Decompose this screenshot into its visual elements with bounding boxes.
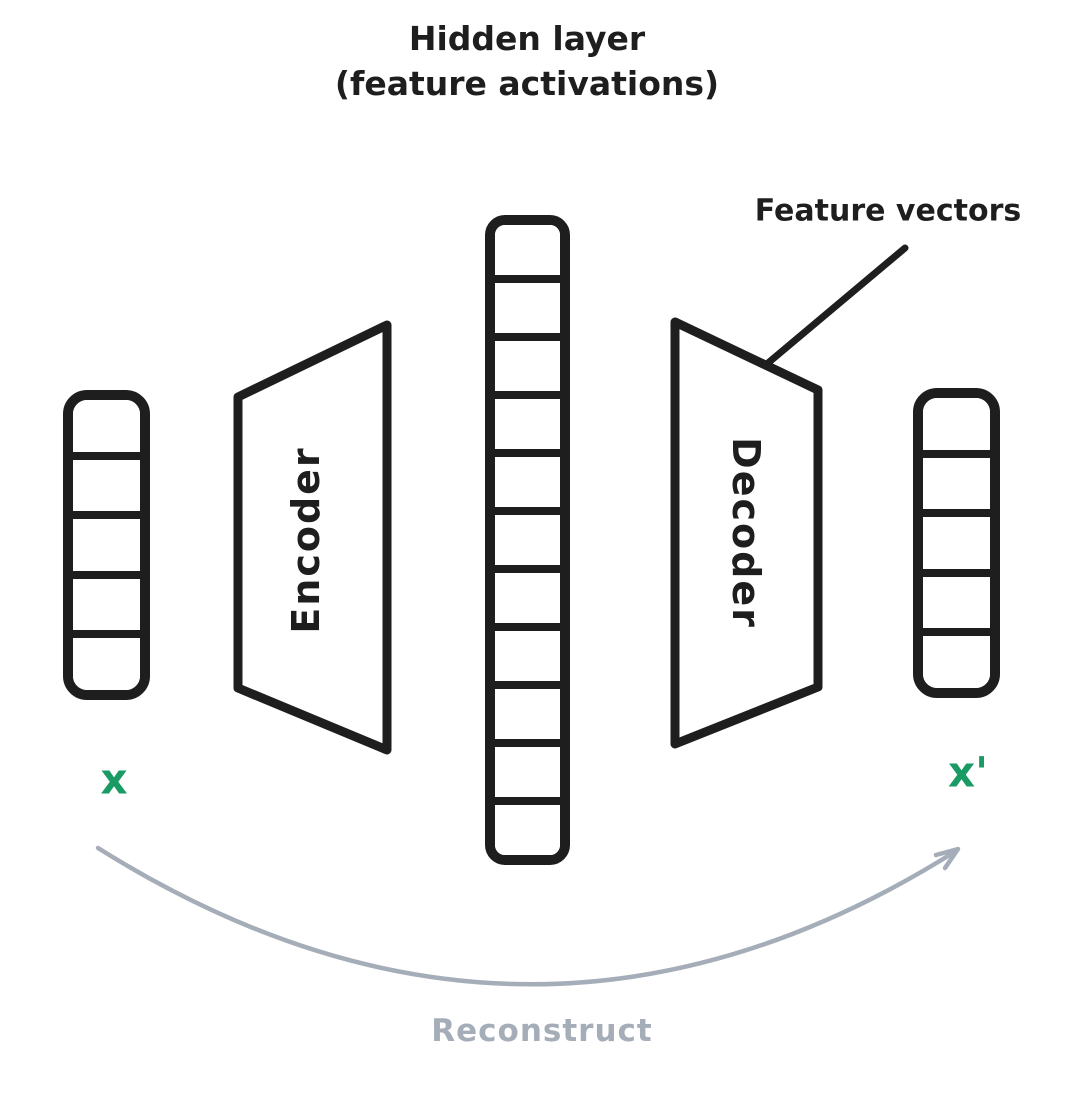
vector-cell — [495, 681, 560, 739]
reconstruct-arrow — [95, 845, 959, 987]
vector-cell — [495, 565, 560, 623]
vector-cell — [923, 628, 990, 688]
title-line-2: (feature activations) — [334, 64, 720, 103]
vector-cell — [923, 568, 990, 629]
feature-vectors-label: Feature vectors — [754, 193, 1022, 229]
vector-cell — [73, 511, 140, 571]
input-vector — [63, 390, 150, 700]
output-label: x' — [948, 747, 988, 797]
encoder-label: Encoder — [284, 446, 328, 634]
reconstruct-arrow-head — [933, 846, 961, 871]
vector-cell — [495, 739, 560, 797]
vector-cell — [73, 570, 140, 631]
vector-cell — [923, 449, 990, 510]
title-line-1: Hidden layer — [408, 19, 646, 58]
vector-cell — [495, 225, 560, 275]
vector-cell — [495, 333, 560, 391]
vector-cell — [73, 630, 140, 690]
vector-cell — [923, 509, 990, 569]
feature-vectors-pointer-line — [764, 244, 909, 367]
vector-cell — [495, 391, 560, 449]
vector-cell — [495, 507, 560, 565]
decoder-label: Decoder — [724, 437, 768, 629]
hidden-vector — [485, 215, 570, 865]
vector-cell — [495, 449, 560, 507]
vector-cell — [923, 398, 990, 450]
vector-cell — [73, 400, 140, 452]
vector-cell — [495, 623, 560, 681]
vector-cell — [495, 275, 560, 333]
vector-cell — [495, 797, 560, 855]
vector-cell — [73, 451, 140, 512]
diagram-title: Hidden layer (feature activations) — [335, 16, 719, 106]
reconstruct-label: Reconstruct — [431, 1013, 653, 1049]
input-label: x — [100, 754, 128, 804]
output-vector — [913, 388, 1000, 698]
